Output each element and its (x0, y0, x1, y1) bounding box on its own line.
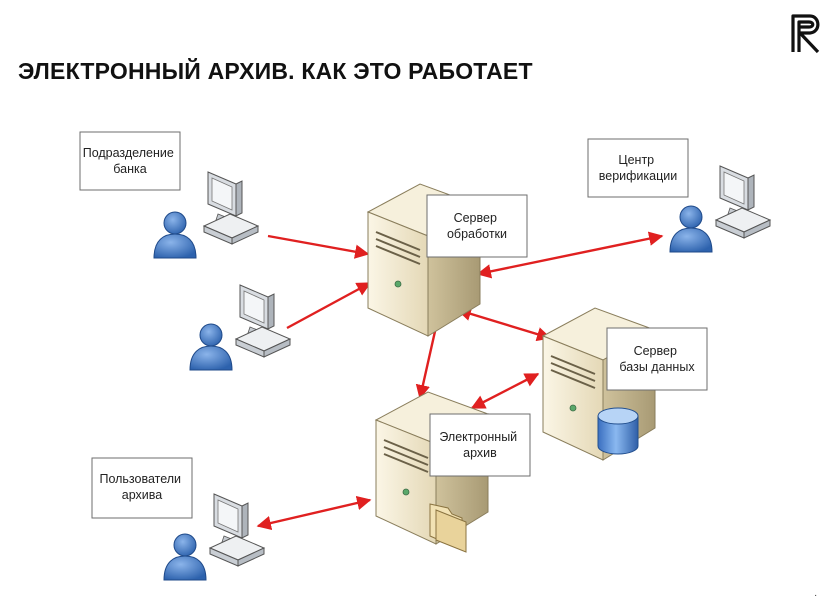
arrow-archive-users (256, 495, 372, 531)
user-icon (163, 533, 207, 581)
slide-title: ЭЛЕКТРОННЫЙ АРХИВ. КАК ЭТО РАБОТАЕТ (18, 58, 533, 84)
user-icon (153, 211, 197, 259)
label-box (426, 194, 528, 258)
label-box (91, 457, 193, 519)
bank-division-node: Подразделение банка (79, 131, 259, 259)
database-server-label-line2: базы данных (619, 360, 695, 374)
electronic-archive-label-line2: архив (463, 446, 497, 460)
svg-text:Сервер обработки: Сервер обработки (447, 211, 507, 241)
database-icon (597, 407, 639, 455)
label-box (587, 138, 689, 198)
verification-center-label-line2: верификации (599, 169, 677, 183)
bank-division-label-line1: Подразделение (83, 146, 174, 160)
svg-text:Центр верификации: Центр верификации (599, 153, 677, 183)
workstation-icon (715, 165, 771, 239)
database-server-node: Сервер базы данных (542, 307, 708, 461)
workstation-icon (203, 171, 259, 245)
verification-center-label-line1: Центр (618, 153, 654, 167)
svg-text:Сервер базы данных: Сервер базы данных (619, 344, 695, 374)
folder-icon (429, 503, 467, 553)
label-box (606, 327, 708, 391)
bank-division-label-line2: банка (113, 162, 146, 176)
arrow-workstation-to-processing (286, 281, 372, 330)
arrow-processing-verification (476, 231, 664, 279)
workstation-node (189, 284, 291, 371)
electronic-archive-node: Электронный архив (375, 391, 531, 553)
archive-users-node: Пользователи архива (91, 457, 265, 581)
arrow-bank-to-processing (267, 234, 370, 259)
svg-text:Подразделение банка: Подразделение банка (83, 146, 178, 176)
page-marker: · (814, 590, 817, 601)
arrow-database-archive (470, 372, 540, 410)
processing-server-node: Сервер обработки (367, 183, 528, 337)
workstation-icon (235, 284, 291, 358)
arrow-processing-database (456, 306, 552, 342)
archive-users-label-line1: Пользователи (99, 472, 181, 486)
svg-text:Пользователи архива: Пользователи архива (99, 472, 184, 502)
verification-center-node: Центр верификации (587, 138, 771, 253)
label-box (79, 131, 181, 191)
brand-logo-icon (791, 14, 820, 54)
connection-arrows (256, 231, 664, 531)
database-server-label-line1: Сервер (634, 344, 677, 358)
user-icon (189, 323, 233, 371)
workstation-icon (209, 493, 265, 567)
processing-server-label-line2: обработки (447, 227, 507, 241)
user-icon (669, 205, 713, 253)
label-box (429, 413, 531, 477)
archive-users-label-line2: архива (122, 488, 162, 502)
electronic-archive-label-line1: Электронный (439, 430, 517, 444)
processing-server-label-line1: Сервер (454, 211, 497, 225)
svg-text:Электронный архив: Электронный архив (439, 430, 520, 460)
